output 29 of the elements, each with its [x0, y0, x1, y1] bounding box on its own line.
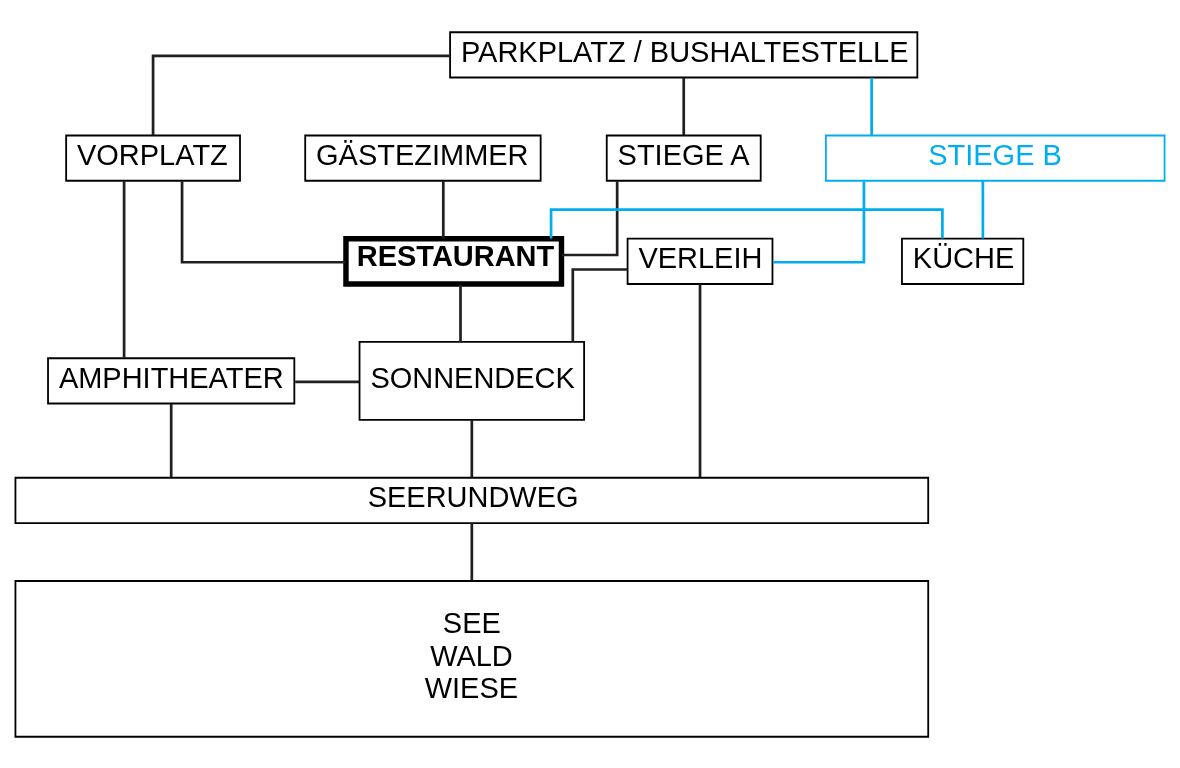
node-box: VORPLATZ [65, 134, 241, 182]
connector [561, 180, 619, 256]
connector [151, 53, 450, 135]
connector [169, 403, 173, 477]
connector [295, 379, 360, 383]
connector [698, 283, 702, 477]
node-box: AMPHITHEATER [47, 356, 296, 404]
connector [981, 180, 985, 238]
node-box: SEERUNDWEG [14, 476, 930, 524]
connector [441, 180, 445, 238]
connector [459, 283, 462, 342]
connector [470, 522, 474, 580]
node-box: STIEGE B [825, 134, 1166, 182]
connector [772, 180, 866, 264]
connector [122, 180, 126, 358]
connector [682, 77, 686, 135]
connector [470, 419, 474, 478]
node-box: SEE WALD WIESE [14, 579, 930, 738]
node-box: SONNENDECK [358, 340, 585, 421]
node-box: RESTAURANT [343, 235, 565, 287]
node-box: PARKPLATZ / BUSHALTESTELLE [449, 30, 919, 78]
node-box: GÄSTEZIMMER [304, 134, 542, 182]
node-box: VERLEIH [626, 237, 774, 285]
connector [571, 267, 628, 342]
node-box: KÜCHE [901, 237, 1025, 285]
connector [180, 180, 346, 264]
connector [549, 207, 944, 239]
node-box: STIEGE A [605, 134, 762, 182]
connector [870, 77, 873, 135]
